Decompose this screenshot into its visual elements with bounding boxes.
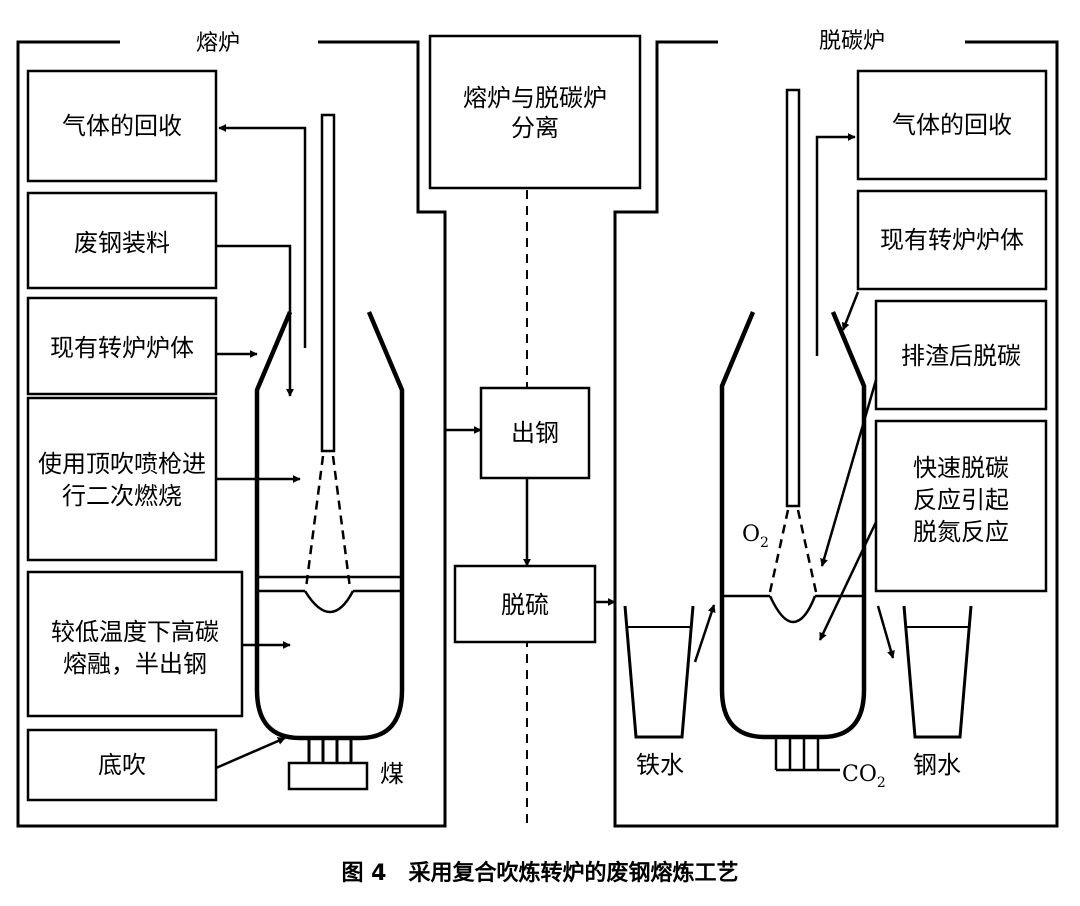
coal-label: 煤 — [380, 760, 404, 788]
decarb-frame — [613, 40, 1059, 828]
scrap-charge-arrow — [216, 244, 294, 397]
co2-label: CO2 — [842, 762, 886, 791]
furnace-body-box-right — [856, 189, 1048, 291]
furnace-body-label-left: 现有转炉炉体 — [50, 334, 194, 362]
slag-decarb-arrow — [820, 379, 878, 567]
molten-steel-label: 钢水 — [913, 751, 961, 779]
rapid-decarb-label-line2: 反应引起 — [913, 486, 1009, 514]
decarb-bath — [722, 594, 864, 624]
tap-box — [479, 386, 591, 480]
tap-label: 出钢 — [511, 419, 559, 447]
furnace-body-box-left — [26, 296, 218, 396]
middle-arrows — [445, 426, 616, 606]
bottom-blow-box — [26, 728, 218, 802]
scrap-charge-label: 废钢装料 — [74, 229, 170, 257]
low-temp-melt-label-line2: 熔融，半出钢 — [63, 650, 207, 678]
molten-steel-ladle — [902, 605, 973, 739]
rapid-decarb-arrow — [818, 521, 878, 641]
top-lance-label-line2: 行二次燃烧 — [62, 482, 182, 510]
hot-metal-pour-arrow — [693, 604, 716, 663]
separation-box — [428, 34, 642, 190]
decarb-title: 脱碳炉 — [819, 29, 885, 54]
gas-recovery-box-right — [856, 69, 1048, 181]
melter-bath — [257, 575, 402, 614]
melter-frame — [16, 40, 447, 828]
gas-recovery-arrow-right — [815, 133, 856, 356]
decarb-oxygen-jet — [768, 509, 818, 593]
gas-recovery-arrow-left — [218, 124, 307, 348]
bottom-blow-arrow — [215, 736, 286, 770]
right-box-group — [856, 69, 1048, 593]
hot-metal-label: 铁水 — [636, 751, 684, 779]
melter-oxygen-jet — [304, 455, 352, 589]
low-temp-melt-label-line1: 较低温度下高碳 — [51, 618, 219, 646]
scrap-charge-box — [26, 191, 218, 290]
decarb-top-lance — [785, 88, 801, 508]
left-arrows — [215, 124, 307, 770]
rapid-decarb-label-line3: 脱氮反应 — [913, 518, 1009, 546]
slag-decarb-box — [874, 299, 1048, 411]
gas-recovery-box-left — [26, 69, 218, 183]
gas-recovery-label-right: 气体的回收 — [892, 111, 1012, 139]
steel-tap-arrow — [876, 605, 895, 659]
oxygen-label: O2 — [742, 522, 769, 551]
rapid-decarb-label-line1: 快速脱碳 — [913, 454, 1009, 482]
top-lance-label-line1: 使用顶吹喷枪进 — [38, 450, 206, 478]
gas-recovery-label-left: 气体的回收 — [62, 112, 182, 140]
bottom-blow-label: 底吹 — [98, 751, 146, 779]
co2-tuyeres — [774, 738, 840, 772]
melter-title: 熔炉 — [196, 31, 240, 56]
slag-decarb-label: 排渣后脱碳 — [901, 342, 1021, 370]
melter-vessel — [254, 311, 405, 741]
decarb-vessel — [719, 311, 867, 740]
top-lance-box — [26, 396, 218, 562]
furnace-body-label-right: 现有转炉炉体 — [880, 226, 1024, 254]
rapid-decarb-box — [874, 419, 1048, 593]
desulf-label: 脱硫 — [501, 591, 549, 619]
separation-label-line2: 分离 — [511, 114, 559, 142]
coal-feeder — [287, 761, 369, 791]
hot-metal-ladle — [623, 605, 695, 739]
melter-top-lance — [320, 113, 336, 453]
furnace-body-arrow-right — [841, 291, 860, 331]
bottom-tuyeres — [307, 740, 353, 763]
left-box-group — [26, 69, 244, 802]
separation-label-line1: 熔炉与脱碳炉 — [463, 84, 607, 112]
figure-caption: 图 4 采用复合吹炼转炉的废钢熔炼工艺 — [342, 860, 739, 886]
right-arrows — [693, 133, 895, 663]
